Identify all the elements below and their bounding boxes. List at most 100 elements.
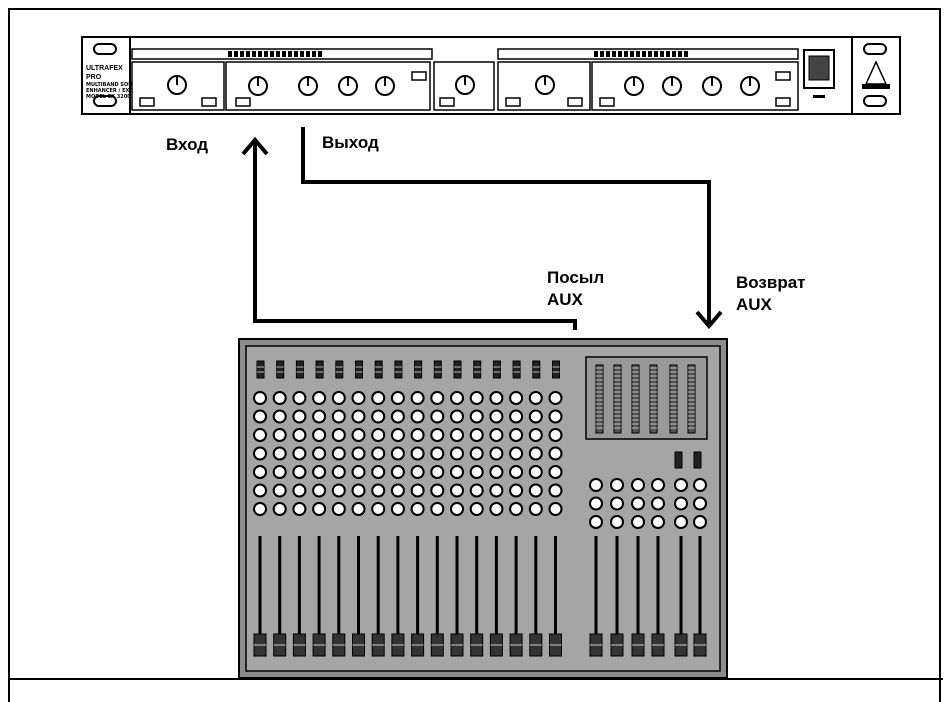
- master-knob: [589, 515, 603, 529]
- master-meter: [631, 364, 640, 434]
- meter-led: [288, 51, 292, 57]
- channel-knob: [430, 465, 445, 479]
- output-label: Выход: [322, 133, 379, 152]
- brand-line1: ULTRAFEX: [86, 65, 123, 72]
- channel-knob: [450, 391, 464, 405]
- channel-switch: [492, 360, 501, 379]
- channel-knob: [528, 391, 543, 405]
- channel-knob: [509, 446, 524, 461]
- channel-switch: [335, 360, 344, 379]
- power-switch-rocker: [808, 55, 830, 81]
- channel-knob: [371, 409, 386, 424]
- rack-controls: [139, 71, 791, 107]
- channel-knob: [390, 428, 405, 442]
- channel-switch: [453, 360, 462, 379]
- channel-knob: [469, 465, 484, 479]
- meter-bridge: [585, 356, 708, 440]
- channel-switch: [256, 360, 265, 379]
- rack-button: [775, 97, 791, 107]
- power-label: [813, 95, 825, 98]
- meter-led: [600, 51, 604, 57]
- master-knob: [693, 496, 707, 511]
- channel-knob: [410, 502, 425, 516]
- meter-led: [606, 51, 610, 57]
- channel-knob: [331, 409, 346, 424]
- rack-button: [775, 71, 791, 81]
- channel-knob: [292, 502, 307, 516]
- rack-mount-hole: [863, 95, 887, 107]
- master-knob: [610, 515, 624, 529]
- master-knob: [693, 515, 707, 529]
- channel-knob: [272, 391, 287, 405]
- meter-led: [306, 51, 310, 57]
- channel-knob: [528, 446, 543, 461]
- brand-logo-plate: [862, 84, 890, 89]
- meter-led: [684, 51, 688, 57]
- channel-knob: [489, 391, 504, 405]
- channel-knob: [351, 483, 366, 498]
- channel-knob: [410, 409, 425, 424]
- channel-knob: [292, 409, 307, 424]
- channel-knob: [331, 391, 346, 405]
- master-knob: [589, 496, 603, 511]
- meter-led: [246, 51, 250, 57]
- channel-knob: [469, 502, 484, 516]
- channel-knob: [390, 502, 405, 516]
- master-knob: [651, 515, 665, 529]
- output-return-cable: [301, 127, 711, 324]
- master-knob: [674, 515, 688, 529]
- channel-knob: [430, 502, 445, 516]
- channel-knob: [450, 465, 464, 479]
- channel-knob: [509, 502, 524, 516]
- master-knob: [651, 496, 665, 511]
- channel-knob: [272, 446, 287, 461]
- meter-led: [234, 51, 238, 57]
- channel-knob: [312, 409, 327, 424]
- channel-switch: [394, 360, 403, 379]
- meter-led: [300, 51, 304, 57]
- meter-led: [654, 51, 658, 57]
- meter-led: [660, 51, 664, 57]
- channel-knob: [253, 446, 267, 461]
- meter-led: [282, 51, 286, 57]
- channel-knob: [390, 409, 405, 424]
- channel-knob: [292, 428, 307, 442]
- return-aux-label-line1: Возврат: [736, 273, 806, 292]
- channel-knob: [331, 502, 346, 516]
- channel-knob: [390, 483, 405, 498]
- channel-knob: [371, 446, 386, 461]
- effects-processor-rack: ULTRAFEX PRO MULTIBAND SOUND ENHANCER / …: [81, 36, 901, 115]
- master-switch: [693, 451, 702, 469]
- channel-knob: [292, 446, 307, 461]
- channel-knob: [253, 391, 267, 405]
- rack-button: [201, 97, 217, 107]
- send-aux-cable: [253, 142, 577, 330]
- rack-button: [139, 97, 155, 107]
- master-knob: [589, 478, 603, 492]
- brand-line3: MULTIBAND SOUND: [86, 82, 141, 88]
- meter-led: [270, 51, 274, 57]
- channel-knob: [390, 391, 405, 405]
- meter-led: [618, 51, 622, 57]
- channel-knob: [430, 391, 445, 405]
- channel-knob: [528, 483, 543, 498]
- meter-led: [672, 51, 676, 57]
- meter-led: [594, 51, 598, 57]
- channel-knob: [292, 465, 307, 479]
- channel-switch: [473, 360, 482, 379]
- meter-led: [252, 51, 256, 57]
- channel-knob: [371, 483, 386, 498]
- channel-knob: [430, 483, 445, 498]
- channel-knob: [469, 446, 484, 461]
- channel-knob: [253, 502, 267, 516]
- master-knob: [674, 478, 688, 492]
- input-label: Вход: [166, 135, 209, 154]
- channel-switch: [552, 360, 560, 379]
- channel-knob: [331, 428, 346, 442]
- channel-switch: [295, 360, 304, 379]
- channel-knob: [390, 465, 405, 479]
- channel-knob: [548, 483, 563, 498]
- channel-knob: [272, 428, 287, 442]
- meter-leds: [228, 51, 688, 57]
- channel-knob: [272, 502, 287, 516]
